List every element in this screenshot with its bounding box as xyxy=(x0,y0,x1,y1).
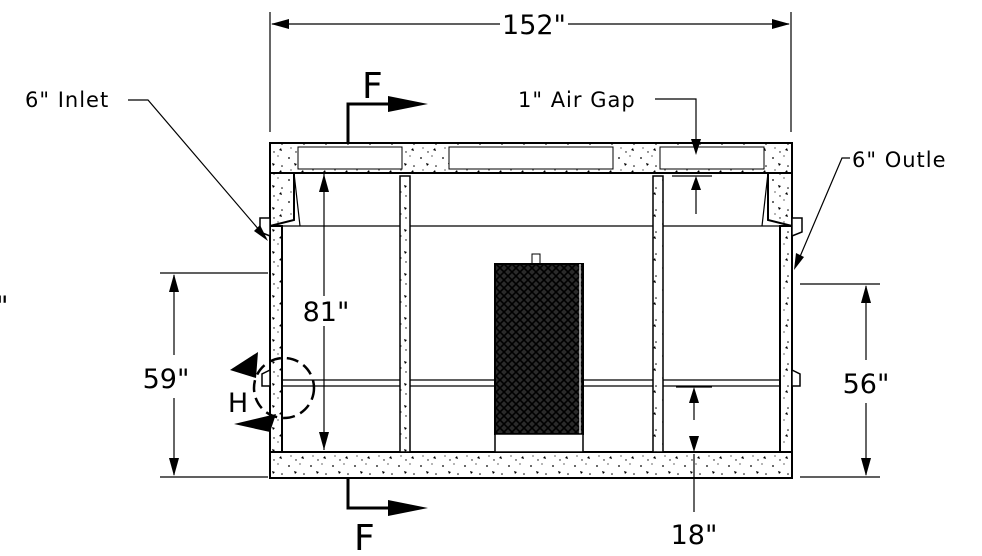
inlet-label: 6" Inlet xyxy=(25,88,109,112)
interior-height-dimension xyxy=(319,174,329,450)
detail-callout-h xyxy=(230,352,316,432)
section-letter-bottom: F xyxy=(354,518,375,556)
inlet-invert-label: 59" xyxy=(143,364,190,395)
section-letter-top: F xyxy=(362,66,383,107)
interior-height-label: 81" xyxy=(303,297,350,328)
overall-width-dimension xyxy=(269,12,792,132)
outlet-invert-label: 56" xyxy=(843,369,890,400)
baffle-walls xyxy=(399,175,664,453)
overall-width-label: 152" xyxy=(502,10,566,41)
cut-left-label: " xyxy=(0,291,8,322)
tank-concrete-shell xyxy=(259,142,803,479)
air-gap-dimension xyxy=(655,98,712,214)
inlet-leader xyxy=(128,99,268,241)
inlet-invert-dimension xyxy=(160,272,268,478)
effluent-filter xyxy=(494,253,584,453)
baffle-opening-dimension xyxy=(676,386,712,512)
detail-letter: H xyxy=(228,388,248,419)
outlet-leader xyxy=(794,157,850,270)
outlet-label: 6" Outle xyxy=(852,148,947,172)
air-gap-label: 1" Air Gap xyxy=(518,88,636,112)
outlet-invert-dimension xyxy=(800,283,880,478)
baffle-opening-label: 18" xyxy=(671,520,718,551)
